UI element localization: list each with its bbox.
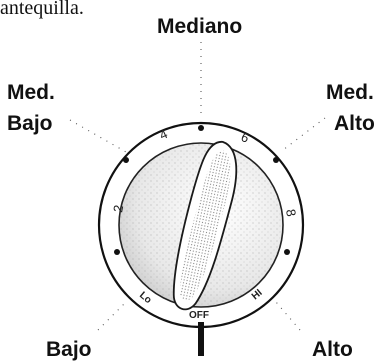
leader-line-bajo <box>98 302 126 330</box>
label-med-alto-line1: Med. <box>326 81 374 104</box>
label-alto: Alto <box>312 338 353 361</box>
dial-label-off: OFF <box>189 310 209 321</box>
label-med-alto-line2: Alto <box>334 112 375 135</box>
top-text-fragment: antequilla. <box>0 0 84 19</box>
dial-dot-lower-right <box>284 249 290 255</box>
dial-dot-upper-left <box>123 157 129 163</box>
dial-dot-top <box>198 125 204 131</box>
leader-line-med-bajo <box>70 120 126 152</box>
label-med-bajo-line1: Med. <box>7 81 55 104</box>
dial-dot-upper-right <box>273 157 279 163</box>
leader-line-med-alto <box>283 118 325 150</box>
label-med-bajo-line2: Bajo <box>7 112 53 135</box>
dial-dot-lower-left <box>114 249 120 255</box>
off-indicator-bar <box>198 322 204 356</box>
label-bajo: Bajo <box>46 338 92 361</box>
label-mediano: Mediano <box>157 15 242 38</box>
leader-line-alto <box>276 302 300 330</box>
